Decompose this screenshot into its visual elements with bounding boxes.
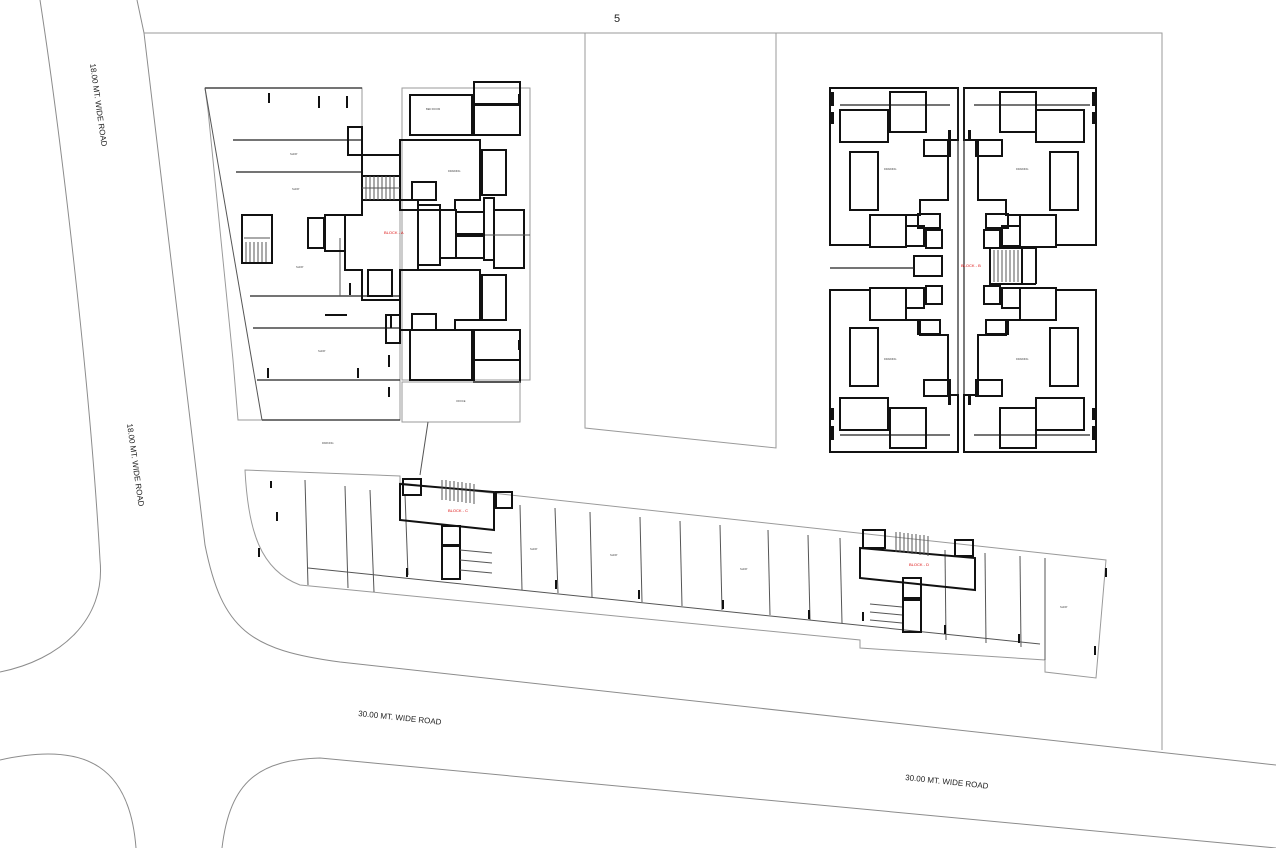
room-tag: DRAWING xyxy=(1016,167,1028,171)
room-tag: SHOP xyxy=(610,553,618,557)
block-d-label: BLOCK - D xyxy=(909,562,929,567)
plot-number: 5 xyxy=(614,13,620,25)
room-tag: DRAWING xyxy=(448,169,460,173)
road-label-south-left: 30.00 MT. WIDE ROAD xyxy=(358,709,442,727)
block-a-outline xyxy=(204,87,401,421)
road-label-north-west-lower: 18.00 MT. WIDE ROAD xyxy=(125,423,146,507)
room-tag: BED ROOM xyxy=(426,107,440,111)
room-tag: DRAWING xyxy=(1016,357,1028,361)
room-tag: SHOP xyxy=(290,152,298,156)
plot-boundary xyxy=(144,32,1163,750)
block-a-label: BLOCK - A xyxy=(384,230,404,235)
room-tag: SHOP xyxy=(296,265,304,269)
block-b-plan: BLOCK - B DRAWING DRAWING DRAWING DRAWIN… xyxy=(829,87,1097,453)
room-tag: SHOP xyxy=(1060,605,1068,609)
room-tag: PARKING xyxy=(322,441,333,445)
podium-shops: BLOCK - C BLOCK - D SHOP SHOP SHOP SHOP xyxy=(244,469,1107,679)
road-label-north-west-upper: 18.00 MT. WIDE ROAD xyxy=(88,63,109,147)
block-b-label: BLOCK - B xyxy=(961,263,981,268)
room-tag: SHOP xyxy=(292,187,300,191)
room-tag: SHOP xyxy=(318,349,326,353)
room-tag: SHOP xyxy=(530,547,538,551)
block-a-flats: BLOCK - A BED ROOM DRAWING SHOP SHOP SHO… xyxy=(290,81,531,476)
room-tag: OFFICE xyxy=(456,399,466,403)
road-label-south-right: 30.00 MT. WIDE ROAD xyxy=(905,773,989,791)
room-tag: DRAWING xyxy=(884,357,896,361)
room-tag: DRAWING xyxy=(884,167,896,171)
block-c-label: BLOCK - C xyxy=(448,508,468,513)
room-tag: SHOP xyxy=(740,567,748,571)
